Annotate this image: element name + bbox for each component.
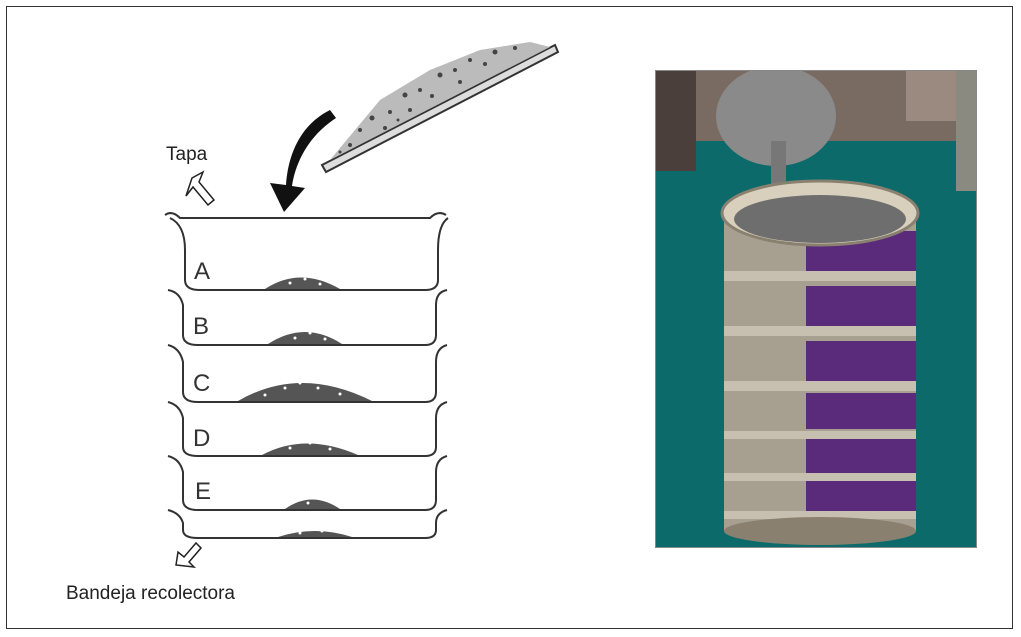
- pouring-chute: [322, 42, 558, 172]
- photo-sieves: [722, 181, 918, 545]
- sieve-stack-photo: [655, 70, 977, 548]
- aggregate-piles: [238, 278, 372, 538]
- sieve-label-d: D: [193, 425, 210, 453]
- sieve-label-b: B: [193, 313, 209, 341]
- sieve-label-a: A: [194, 258, 210, 286]
- sieve-label-c: C: [193, 370, 210, 398]
- tray-label: Bandeja recolectora: [66, 583, 235, 605]
- sieve-label-e: E: [195, 478, 211, 506]
- photo-illustration: [656, 71, 977, 548]
- lid-pointer-arrow-icon: [186, 172, 214, 205]
- pour-arrow-icon: [270, 110, 336, 212]
- aggregate-texture: [264, 278, 342, 535]
- lid-label: Tapa: [166, 144, 207, 166]
- tray-pointer-arrow-icon: [176, 543, 201, 567]
- lid-rim: [165, 213, 446, 218]
